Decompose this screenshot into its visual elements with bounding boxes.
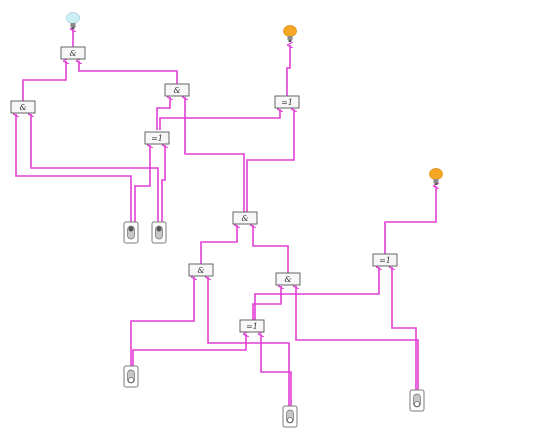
wire [254,267,379,320]
and-gate[interactable]: & [188,263,214,277]
wire [246,109,294,212]
wire [208,277,290,406]
wire [252,286,281,320]
and-gate[interactable]: & [164,83,190,97]
wire [16,114,132,222]
gate-label: & [69,49,76,58]
wire [159,109,280,130]
xor-gate[interactable]: =1 [274,95,300,109]
wire [22,61,66,101]
wires [16,29,436,406]
gate-label: =1 [246,322,258,331]
wire [132,334,246,366]
wire [161,145,165,222]
toggle-switch-icon[interactable] [282,405,298,428]
xor-gate[interactable]: =1 [372,253,398,267]
light-bulb-icon [283,25,297,42]
wire [185,97,245,212]
xor-gate[interactable]: =1 [144,131,170,145]
wire [296,286,419,390]
toggle-switch-icon[interactable] [151,221,167,244]
wire [130,277,194,366]
toggle-switch-icon[interactable] [123,221,139,244]
and-gate[interactable]: & [232,211,258,225]
xor-gate[interactable]: =1 [239,319,265,333]
wire [261,334,292,406]
and-gate[interactable]: & [60,46,86,60]
gate-label: =1 [151,134,163,143]
wire [384,186,436,254]
gate-label: & [284,275,291,284]
gate-label: & [197,266,204,275]
toggle-switch-icon[interactable] [409,389,425,412]
wire [286,45,290,96]
wire [156,97,170,130]
and-gate[interactable]: & [10,100,36,114]
wire [31,114,159,222]
light-bulb-icon [66,12,80,29]
gate-label: & [19,103,26,112]
wire [392,267,417,390]
toggle-switch-icon[interactable] [123,365,139,388]
wire [253,225,289,273]
wire [200,225,237,264]
gate-label: & [241,214,248,223]
light-bulb-icon [429,168,443,185]
wire [134,145,150,222]
gate-label: =1 [281,98,293,107]
wire [79,61,178,84]
and-gate[interactable]: & [275,272,301,286]
gate-label: & [173,86,180,95]
gate-label: =1 [379,256,391,265]
